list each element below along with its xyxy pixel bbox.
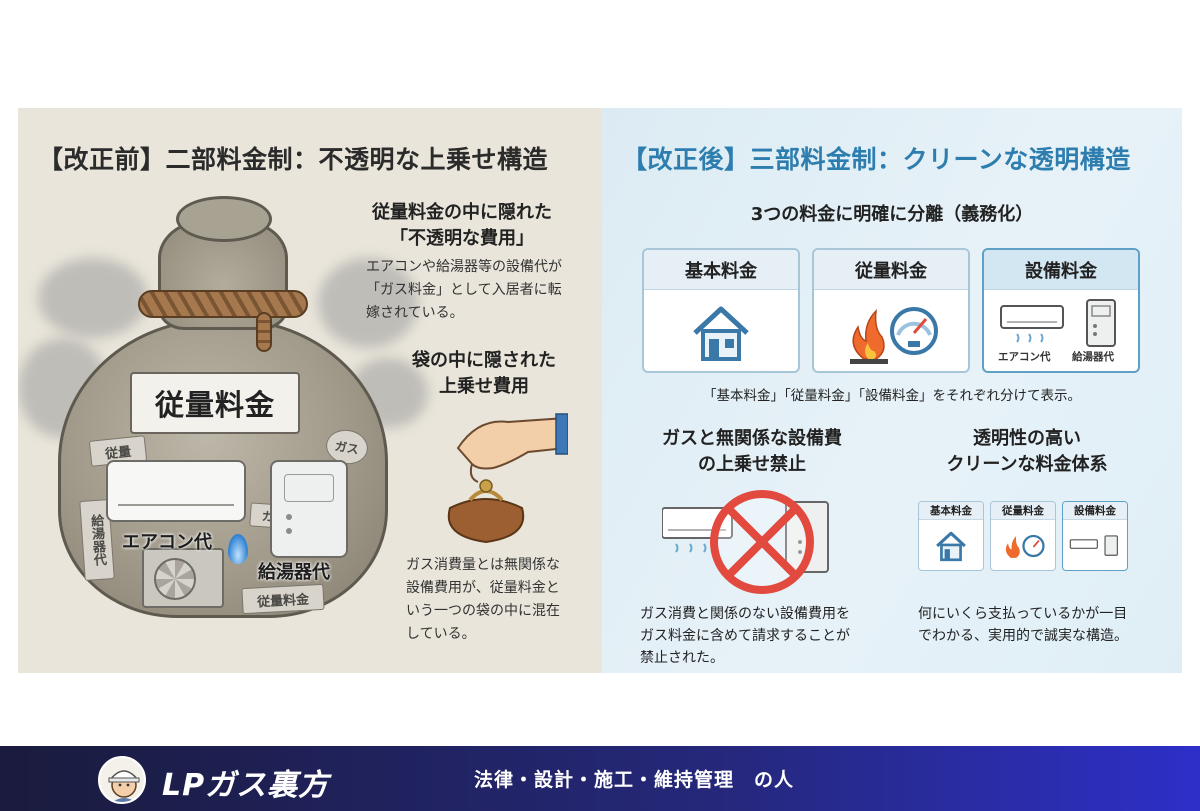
fee-card-label: 設備料金 <box>984 250 1138 290</box>
house-icon <box>919 522 983 570</box>
hidden-cost-body-line: 「ガス料金」として入居者に転 <box>366 282 562 298</box>
cards-caption: 「基本料金」「従量料金」「設備料金」をそれぞれ分けて表示。 <box>703 388 1081 404</box>
brand-logo: LPガス裏方 <box>162 768 330 803</box>
hidden-cost-title-line: 「不透明な費用」 <box>390 228 534 249</box>
clean-body: 何にいくら支払っているかが一目 でわかる、実用的で誠実な構造。 <box>918 603 1128 647</box>
ban-body-line: ガス消費と関係のない設備費用を <box>640 606 850 622</box>
water-heater-icon <box>270 460 348 558</box>
outdoor-unit-icon <box>142 548 224 608</box>
hidden-cost-title: 従量料金の中に隠れた 「不透明な費用」 <box>356 200 568 252</box>
panel-after-revision: 【改正後】三部料金制：クリーンな透明構造 3つの料金に明確に分離（義務化） 基本… <box>602 108 1182 673</box>
prohibited-icon <box>662 490 829 594</box>
footer-bar <box>0 746 1200 811</box>
money-bag-top <box>176 196 272 242</box>
avatar <box>98 756 146 804</box>
ban-title: ガスと無関係な設備費 の上乗せ禁止 <box>632 426 872 478</box>
mini-card-label: 基本料金 <box>919 502 983 520</box>
mini-card-label: 従量料金 <box>991 502 1055 520</box>
heading-after: 【改正後】三部料金制：クリーンな透明構造 <box>622 145 1131 174</box>
fee-card-label: 基本料金 <box>644 250 798 290</box>
fee-card-equipment: 設備料金 エアコン代 給湯器代 <box>982 248 1140 373</box>
separate-fees-title: 3つの料金に明確に分離（義務化） <box>750 204 1034 225</box>
bag-text-ac: エアコン代 <box>122 532 212 553</box>
smoke-cloud <box>318 258 418 348</box>
mini-card-usage: 従量料金 <box>990 501 1056 571</box>
air-conditioner-icon <box>106 460 246 522</box>
smoke-cloud <box>38 258 148 338</box>
mixed-cost-body-line: いう一つの袋の中に混在 <box>406 603 560 619</box>
rope-end-icon <box>256 312 272 352</box>
hidden-cost-body-line: エアコンや給湯器等の設備代が <box>366 259 562 275</box>
equipment-sub-heater: 給湯器代 <box>1072 351 1114 363</box>
flame-meter-icon <box>814 294 968 371</box>
equipment-icon <box>1063 522 1127 570</box>
bag-cost-title-line: 袋の中に隠された <box>412 350 556 371</box>
bag-text-heater: 給湯器代 <box>258 562 330 583</box>
fee-card-usage: 従量料金 <box>812 248 970 373</box>
fee-card-label: 従量料金 <box>814 250 968 290</box>
ban-title-line: ガスと無関係な設備費 <box>662 428 842 449</box>
hand-icon <box>456 413 568 483</box>
mixed-cost-body-line: している。 <box>406 626 476 642</box>
panel-before-revision: 【改正前】二部料金制：不透明な上乗せ構造 従量料金 従量 給湯器代 従量料金 ガ… <box>18 108 602 673</box>
clean-title-line: 透明性の高い <box>973 428 1081 449</box>
ban-body: ガス消費と関係のない設備費用を ガス料金に含めて請求することが 禁止された。 <box>640 603 850 669</box>
equipment-icon <box>984 294 1138 371</box>
clean-body-line: でわかる、実用的で誠実な構造。 <box>918 628 1128 644</box>
blue-flame-icon <box>228 534 248 564</box>
ban-body-line: ガス料金に含めて請求することが <box>640 628 850 644</box>
ac-vent <box>118 504 234 510</box>
heater-dot <box>286 528 292 534</box>
footer-tagline: 法律・設計・施工・維持管理 の人 <box>474 769 795 791</box>
bag-tag: 従量料金 <box>241 583 325 615</box>
bag-cost-title-line: 上乗せ費用 <box>439 376 529 397</box>
coin-purse-icon <box>447 479 525 544</box>
mini-card-basic: 基本料金 <box>918 501 984 571</box>
worker-avatar-icon <box>108 770 140 802</box>
mixed-cost-body-line: 設備費用が、従量料金と <box>406 580 560 596</box>
bag-cost-title: 袋の中に隠された 上乗せ費用 <box>394 348 574 400</box>
clean-title: 透明性の高い クリーンな料金体系 <box>902 426 1152 478</box>
mixed-cost-body: ガス消費量とは無関係な 設備費用が、従量料金と いう一つの袋の中に混在 している… <box>406 554 560 646</box>
heading-before: 【改正前】二部料金制：不透明な上乗せ構造 <box>38 145 549 174</box>
mini-card-label: 設備料金 <box>1063 502 1127 520</box>
hidden-cost-title-line: 従量料金の中に隠れた <box>372 202 552 223</box>
clean-title-line: クリーンな料金体系 <box>946 454 1108 475</box>
top-margin <box>0 0 1200 108</box>
fan-icon <box>154 558 196 600</box>
mini-card-equipment: 設備料金 <box>1062 501 1128 571</box>
heater-dot <box>286 514 292 520</box>
flame-meter-icon <box>991 522 1055 570</box>
infographic: 【改正前】二部料金制：不透明な上乗せ構造 従量料金 従量 給湯器代 従量料金 ガ… <box>18 108 1182 673</box>
rope-icon <box>138 290 308 318</box>
fee-card-basic: 基本料金 <box>642 248 800 373</box>
ban-title-line: の上乗せ禁止 <box>698 454 806 475</box>
bag-label: 従量料金 <box>130 372 300 434</box>
equipment-sub-ac: エアコン代 <box>998 351 1051 363</box>
mixed-cost-body-line: ガス消費量とは無関係な <box>406 557 560 573</box>
clean-body-line: 何にいくら支払っているかが一目 <box>918 606 1128 622</box>
hidden-cost-body: エアコンや給湯器等の設備代が 「ガス料金」として入居者に転 嫁されている。 <box>366 256 562 325</box>
hidden-cost-body-line: 嫁されている。 <box>366 305 464 321</box>
ban-body-line: 禁止された。 <box>640 650 724 666</box>
heater-panel <box>284 474 334 502</box>
house-icon <box>644 294 798 371</box>
